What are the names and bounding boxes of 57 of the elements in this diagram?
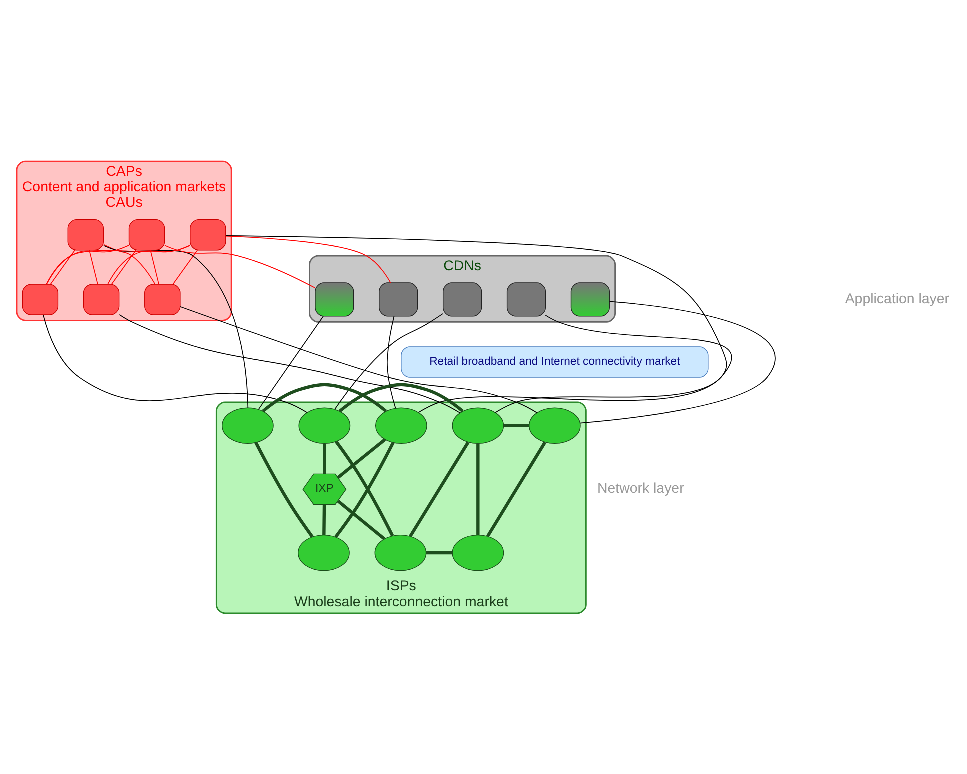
connector: [337, 438, 386, 479]
connector: [323, 443, 326, 474]
connector: [108, 244, 191, 284]
connector: [150, 250, 160, 284]
node-box: [570, 282, 610, 316]
connector: [338, 382, 464, 412]
connector: [495, 314, 732, 413]
connector: [46, 244, 130, 284]
cluster: CDNs: [309, 254, 616, 322]
node-box: [443, 282, 482, 316]
node-box: [190, 218, 226, 250]
node-box: [22, 284, 59, 315]
connector: [46, 244, 191, 284]
node-box: [68, 218, 104, 250]
node-circle: [298, 407, 351, 444]
node-box: [144, 284, 181, 315]
connector: [476, 443, 480, 535]
connector: [119, 314, 461, 413]
node-circle: [452, 407, 504, 444]
connector: [580, 300, 776, 424]
connector: [504, 424, 530, 427]
node-box: [506, 282, 546, 316]
node-box: [379, 282, 418, 316]
label: Network layer: [597, 480, 684, 497]
node-circle: [376, 407, 428, 444]
connector: [226, 235, 392, 283]
node-circle: [374, 534, 427, 571]
connector: [164, 244, 316, 288]
connector: [89, 250, 98, 284]
node-circle: [222, 407, 274, 444]
connector: [254, 442, 314, 538]
connector: [262, 382, 388, 412]
connector: [50, 249, 76, 284]
cluster: CAPs Content and application markets CAUs: [16, 160, 232, 321]
connector: [103, 244, 156, 284]
connector: [334, 313, 444, 410]
connector: [226, 235, 728, 413]
node-circle: [298, 534, 350, 571]
node-circle: [528, 407, 581, 444]
connector: [409, 441, 470, 537]
connector: [43, 314, 308, 413]
node-circle: [452, 534, 504, 571]
connector: [337, 500, 386, 540]
label: Application layer: [845, 290, 950, 307]
connector: [426, 550, 452, 554]
node-box: Retail broadband and Internet connectivity market: [401, 346, 709, 378]
node-box: [315, 282, 354, 316]
connector: [322, 504, 326, 535]
connector: [172, 250, 198, 284]
connector: [486, 441, 547, 537]
connector: [258, 316, 324, 410]
node-box: [83, 284, 120, 315]
connector: [387, 316, 396, 408]
connector: [111, 249, 137, 284]
connector: [103, 244, 249, 408]
node-box: [128, 218, 166, 250]
connector: [180, 306, 538, 413]
